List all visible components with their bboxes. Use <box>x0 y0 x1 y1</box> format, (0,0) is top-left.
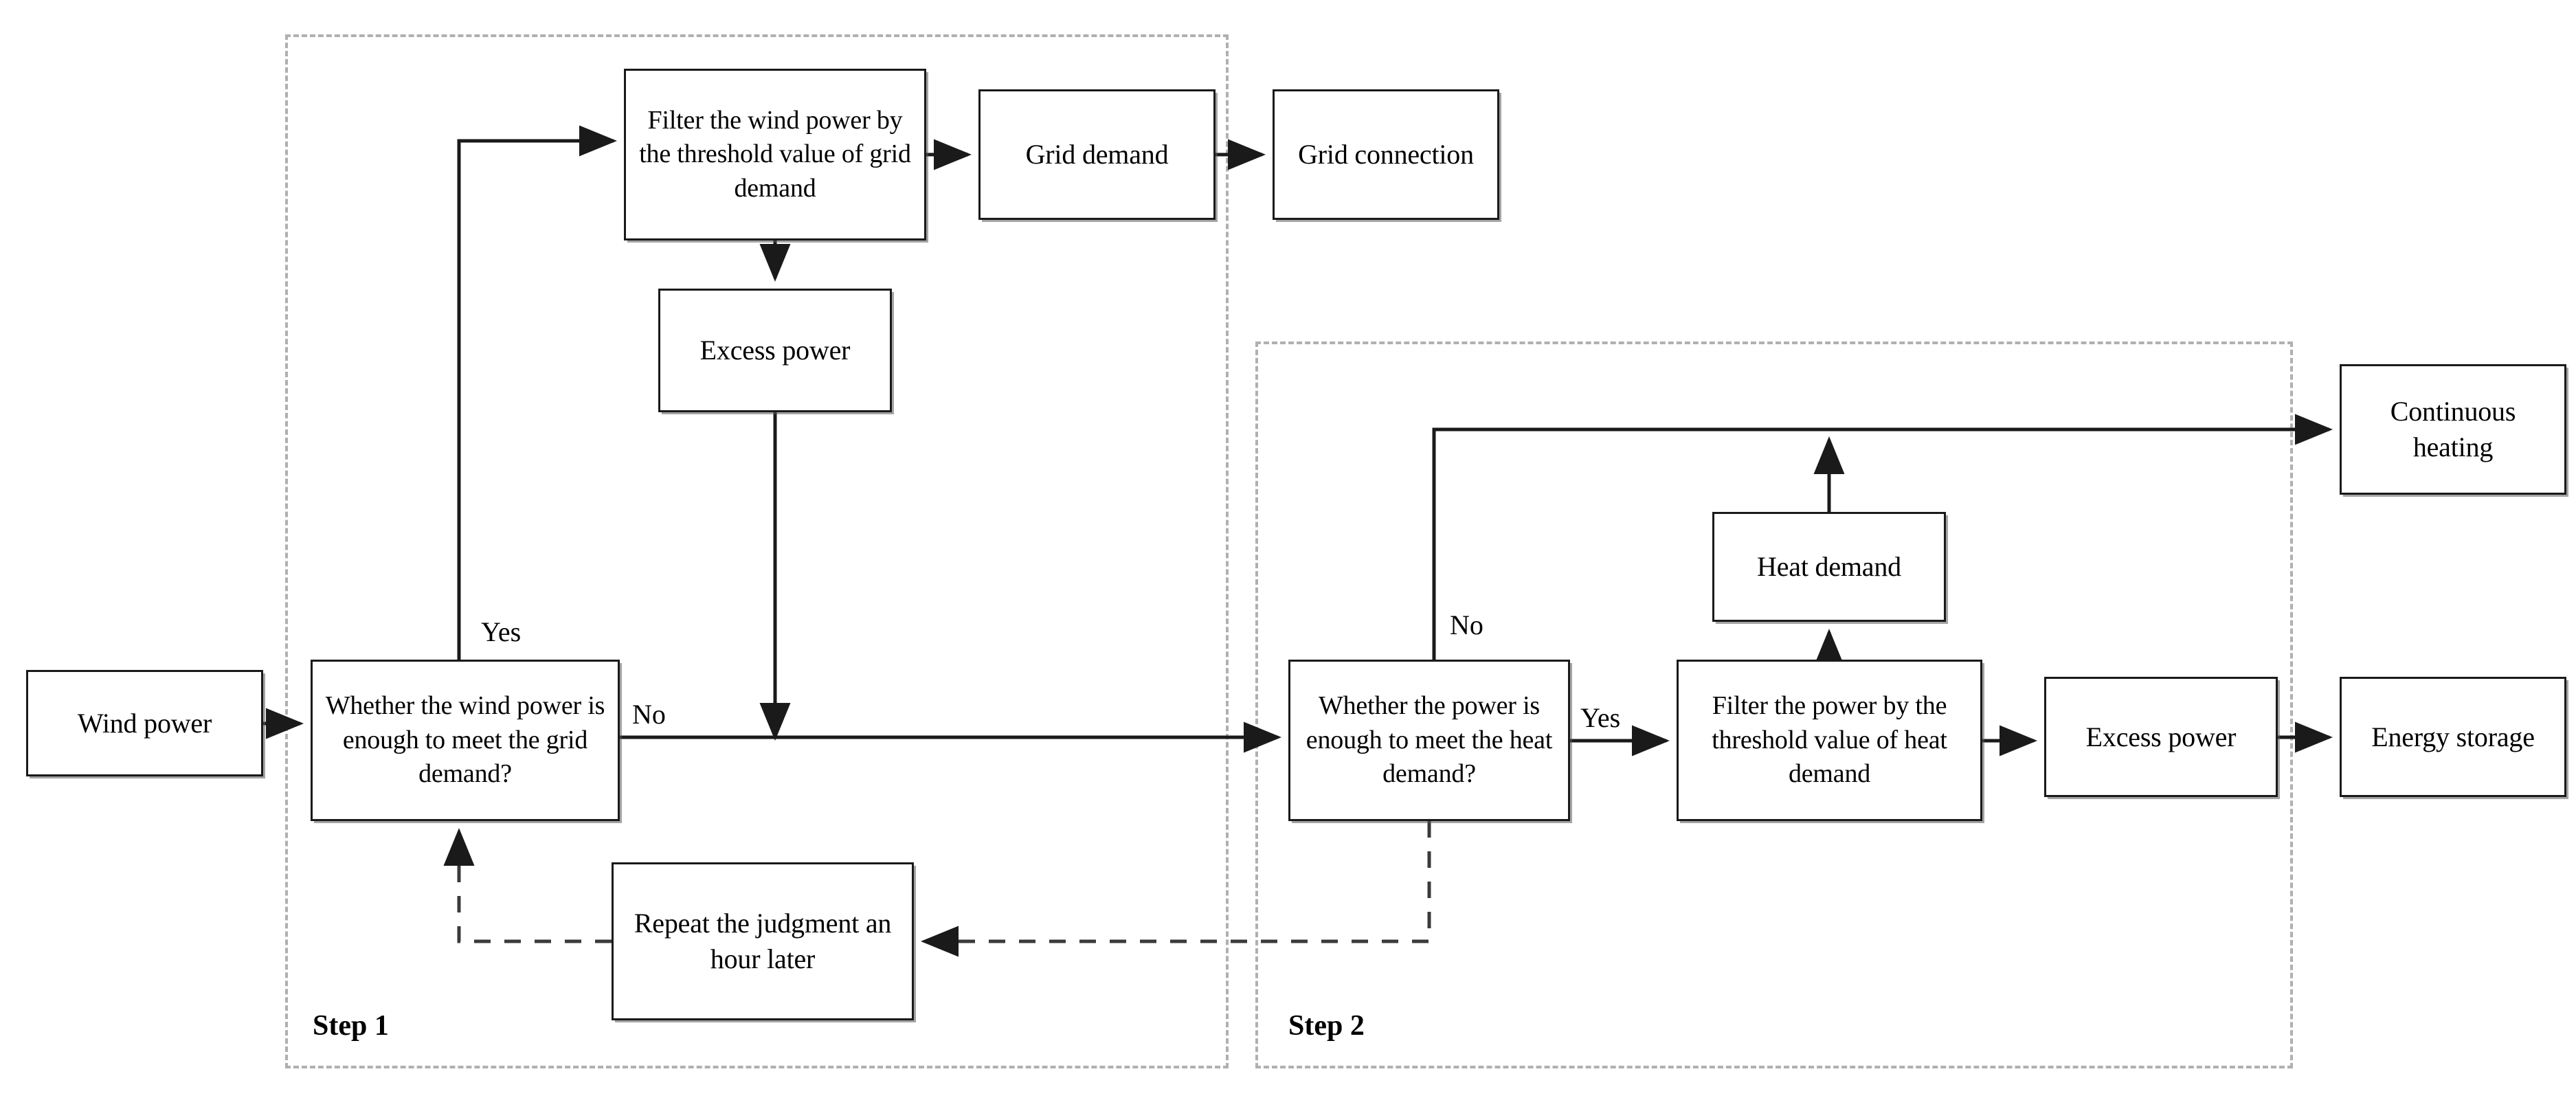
node-wind-power[interactable]: Wind power <box>26 670 263 776</box>
node-decision-heat-label: Whether the power is enough to meet the … <box>1306 691 1553 789</box>
node-grid-connection[interactable]: Grid connection <box>1273 89 1499 220</box>
edge-label-no-heat: No <box>1450 609 1483 640</box>
node-filter-grid-label: Filter the wind power by the threshold v… <box>639 105 911 203</box>
node-filter-heat[interactable]: Filter the power by the threshold value … <box>1677 660 1982 821</box>
group-step-1 <box>285 34 1229 1068</box>
node-excess-power-grid[interactable]: Excess power <box>658 289 892 412</box>
step-1-label: Step 1 <box>313 1010 389 1042</box>
node-continuous-heating[interactable]: Continuous heating <box>2340 364 2566 495</box>
node-excess-power-grid-label: Excess power <box>699 335 851 366</box>
node-energy-storage[interactable]: Energy storage <box>2340 677 2566 797</box>
node-continuous-heating-label: Continuous heating <box>2390 396 2516 462</box>
node-wind-power-label: Wind power <box>77 707 212 739</box>
edge-label-no-grid: No <box>632 699 666 730</box>
node-filter-heat-label: Filter the power by the threshold value … <box>1712 691 1947 789</box>
node-heat-demand-label: Heat demand <box>1757 551 1901 582</box>
node-energy-storage-label: Energy storage <box>2371 721 2535 752</box>
node-decision-grid[interactable]: Whether the wind power is enough to meet… <box>311 660 620 821</box>
node-repeat-judgment-label: Repeat the judgment an hour later <box>634 908 892 974</box>
node-grid-demand-label: Grid demand <box>1025 139 1169 170</box>
node-excess-power-heat-label: Excess power <box>2085 721 2237 752</box>
node-grid-connection-label: Grid connection <box>1298 139 1474 170</box>
node-grid-demand[interactable]: Grid demand <box>978 89 1216 220</box>
node-decision-heat[interactable]: Whether the power is enough to meet the … <box>1288 660 1570 821</box>
node-repeat-judgment[interactable]: Repeat the judgment an hour later <box>612 862 914 1020</box>
node-filter-grid[interactable]: Filter the wind power by the threshold v… <box>624 69 926 240</box>
node-heat-demand[interactable]: Heat demand <box>1712 512 1946 622</box>
step-2-label: Step 2 <box>1288 1010 1365 1042</box>
edge-label-yes-heat: Yes <box>1580 702 1621 733</box>
group-step-2 <box>1255 341 2293 1068</box>
node-excess-power-heat[interactable]: Excess power <box>2044 677 2278 797</box>
node-decision-grid-label: Whether the wind power is enough to meet… <box>325 691 605 789</box>
edge-label-yes-grid: Yes <box>481 616 522 647</box>
